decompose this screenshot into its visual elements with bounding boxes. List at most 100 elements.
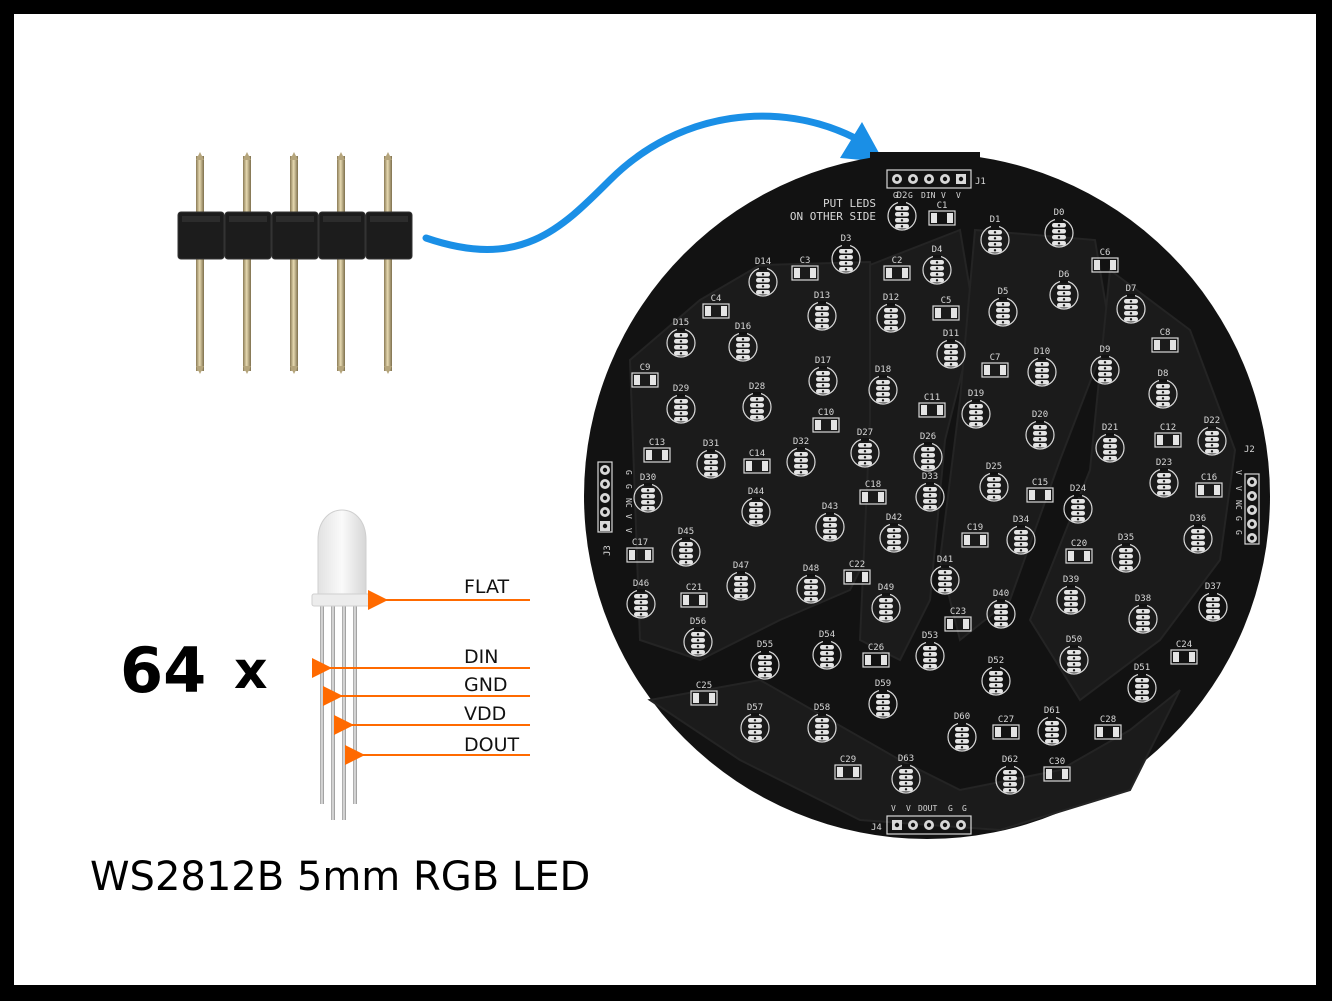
led-ref-label: D58 — [814, 703, 830, 713]
led-ref-label: D5 — [998, 287, 1009, 297]
led-footprint: D34 — [1006, 515, 1036, 555]
connector-pad — [1247, 477, 1257, 487]
led-dome — [317, 509, 367, 597]
led-leg-din — [320, 604, 324, 804]
led-footprint: D59 — [868, 679, 898, 719]
capacitor-footprint: C1 — [928, 201, 956, 226]
led-footprint: D2 — [887, 191, 917, 231]
led-count-multiplier: x — [234, 641, 268, 701]
connector-j3: J3 G G NC V V — [597, 461, 633, 556]
capacitor-ref-label: C17 — [632, 538, 648, 548]
led-ref-label: D15 — [673, 318, 689, 328]
j1-pin-5: V — [956, 191, 961, 200]
led-ref-label: D42 — [886, 513, 902, 523]
led-ref-label: D28 — [749, 382, 765, 392]
capacitor-footprint: C23 — [944, 607, 972, 632]
capacitor-ref-label: C7 — [990, 353, 1001, 363]
connector-pad — [908, 174, 918, 184]
led-footprint: D55 — [750, 640, 780, 680]
led-footprint: D14 — [748, 257, 778, 297]
led-ref-label: D31 — [703, 439, 719, 449]
led-leg-gnd — [331, 604, 335, 820]
capacitor-footprint: C8 — [1151, 328, 1179, 353]
capacitor-ref-label: C16 — [1201, 473, 1217, 483]
connector-pad — [956, 174, 966, 184]
led-footprint: D1 — [980, 215, 1010, 255]
led-footprint: D39 — [1056, 575, 1086, 615]
led-ref-label: D18 — [875, 365, 891, 375]
led-footprint: D48 — [796, 564, 826, 604]
led-ref-label: D61 — [1044, 706, 1060, 716]
led-ref-label: D37 — [1205, 582, 1221, 592]
led-name-caption: WS2812B 5mm RGB LED — [90, 854, 590, 900]
led-footprint: D21 — [1095, 423, 1125, 463]
led-ref-label: D62 — [1002, 755, 1018, 765]
led-ref-label: D48 — [803, 564, 819, 574]
j3-pin-5: V — [624, 528, 633, 533]
capacitor-footprint: C7 — [981, 353, 1009, 378]
header-pin — [290, 152, 298, 374]
led-footprint: D28 — [742, 382, 772, 422]
j1-pin-2: G — [908, 191, 913, 200]
led-footprint: D57 — [740, 703, 770, 743]
led-ref-label: D20 — [1032, 410, 1048, 420]
led-ref-label: D6 — [1059, 270, 1070, 280]
capacitor-ref-label: C3 — [800, 256, 811, 266]
capacitor-ref-label: C1 — [937, 201, 948, 211]
led-ref-label: D32 — [793, 437, 809, 447]
j2-ref: J2 — [1244, 445, 1255, 455]
capacitor-ref-label: C5 — [941, 296, 952, 306]
j3-pin-2: G — [624, 484, 633, 489]
connector-pad — [1247, 533, 1257, 543]
led-ref-label: D24 — [1070, 484, 1086, 494]
capacitor-footprint: C13 — [643, 438, 671, 463]
capacitor-ref-label: C30 — [1049, 757, 1065, 767]
led-ref-label: D41 — [937, 555, 953, 565]
pcb-note-line2: ON OTHER SIDE — [790, 210, 876, 223]
led-footprint: D53 — [915, 631, 945, 671]
header-pin — [337, 152, 345, 374]
led-ref-label: D43 — [822, 502, 838, 512]
j2-pin-3: NC — [1234, 500, 1243, 510]
led-ref-label: D39 — [1063, 575, 1079, 585]
capacitor-footprint: C28 — [1094, 715, 1122, 740]
j3-ref: J3 — [603, 545, 613, 556]
led-ref-label: D21 — [1102, 423, 1118, 433]
connector-pad — [908, 820, 918, 830]
callout-dout: DOUT — [464, 734, 519, 756]
capacitor-ref-label: C8 — [1160, 328, 1171, 338]
header-pin — [384, 152, 392, 374]
led-ref-label: D55 — [757, 640, 773, 650]
led-footprint: D47 — [726, 561, 756, 601]
copper-pour-region — [647, 678, 1181, 832]
capacitor-ref-label: C27 — [998, 715, 1014, 725]
led-ref-label: D22 — [1204, 416, 1220, 426]
capacitor-footprint: C25 — [690, 681, 718, 706]
capacitor-footprint: C15 — [1026, 478, 1054, 503]
capacitor-footprint: C12 — [1154, 423, 1182, 448]
led-footprint: D19 — [961, 389, 991, 429]
callout-flat: FLAT — [464, 576, 509, 598]
j2-pin-5: G — [1234, 530, 1243, 535]
led-footprint: D38 — [1128, 594, 1158, 634]
led-footprint: D45 — [671, 527, 701, 567]
led-ref-label: D17 — [815, 356, 831, 366]
led-footprint: D13 — [807, 291, 837, 331]
led-ref-label: D35 — [1118, 533, 1134, 543]
led-footprint: D25 — [979, 462, 1009, 502]
capacitor-footprint: C20 — [1065, 539, 1093, 564]
led-ref-label: D23 — [1156, 458, 1172, 468]
capacitor-ref-label: C9 — [640, 363, 651, 373]
led-ref-label: D57 — [747, 703, 763, 713]
header-pin — [196, 152, 204, 374]
led-footprint: D27 — [850, 428, 880, 468]
capacitor-ref-label: C23 — [950, 607, 966, 617]
led-footprint: D11 — [936, 329, 966, 369]
pcb-note-line1: PUT LEDS — [823, 197, 876, 210]
capacitor-footprint: C27 — [992, 715, 1020, 740]
connector-pad — [600, 507, 610, 517]
led-footprint: D40 — [986, 589, 1016, 629]
led-ref-label: D19 — [968, 389, 984, 399]
